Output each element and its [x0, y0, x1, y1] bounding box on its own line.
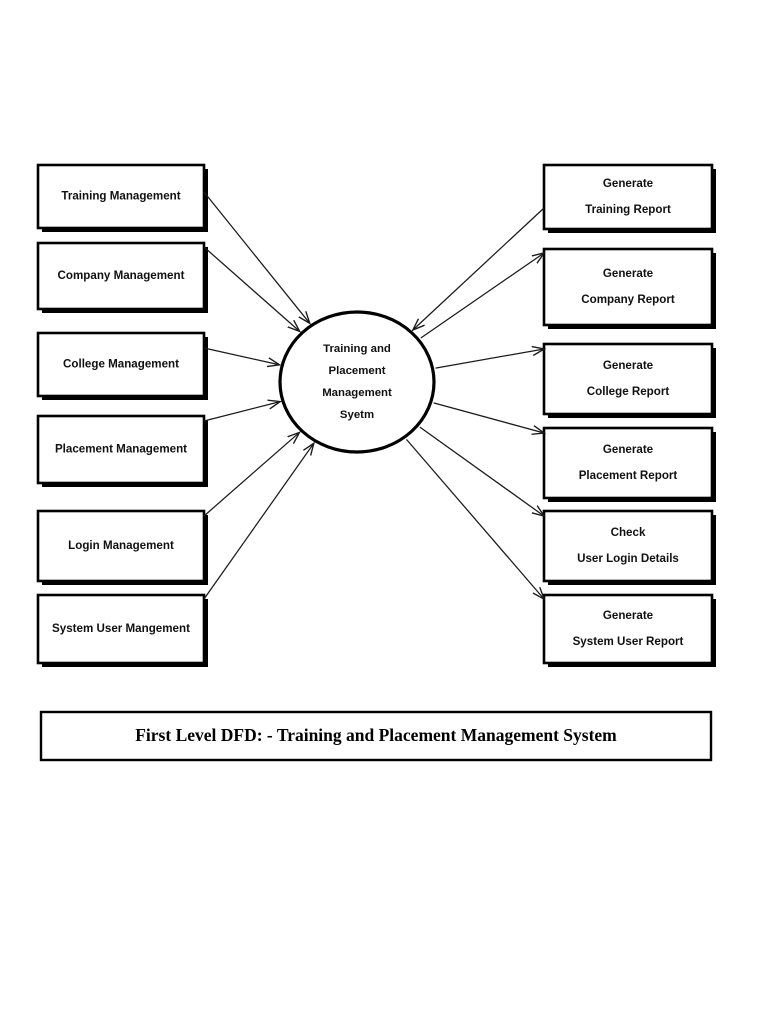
data-flow-arrow-input-5 — [203, 443, 314, 600]
output-entity-label: User Login Details — [577, 552, 679, 565]
data-flow-arrow-output-5 — [405, 438, 544, 599]
input-entity-box[interactable] — [36, 593, 206, 665]
diagram-caption: First Level DFD: - Training and Placemen… — [39, 710, 713, 762]
data-flow-arrow-input-4 — [203, 433, 299, 517]
input-entity-box[interactable] — [36, 241, 206, 311]
output-entity-label: Generate — [603, 359, 654, 372]
output-entity-label: System User Report — [573, 635, 684, 648]
output-entity-label: College Report — [587, 385, 670, 398]
output-entity-label: Generate — [603, 609, 654, 622]
input-entity-box[interactable] — [36, 331, 206, 398]
output-entity-label: Check — [611, 526, 646, 539]
data-flow-arrow-input-1 — [203, 246, 299, 331]
input-entity-label: Company Management — [58, 269, 185, 282]
input-entity-5[interactable]: System User Mangement — [36, 593, 208, 667]
process-label-line: Placement — [329, 365, 386, 377]
data-flow-arrow-output-2 — [435, 349, 544, 369]
data-flow-arrows-group — [203, 191, 545, 600]
process-label-line: Training and — [323, 343, 391, 355]
data-flow-arrow-output-1 — [420, 253, 544, 339]
data-flow-arrow-output-4 — [419, 426, 544, 516]
input-entity-2[interactable]: College Management — [36, 331, 208, 400]
caption-box — [39, 710, 713, 762]
output-entity-box[interactable] — [542, 163, 714, 231]
input-entity-label: Login Management — [68, 539, 174, 552]
input-entity-label: College Management — [63, 358, 179, 371]
input-entity-1[interactable]: Company Management — [36, 241, 208, 313]
output-entity-label: Company Report — [581, 293, 675, 306]
data-flow-arrow-input-3 — [203, 402, 280, 422]
output-entity-box[interactable] — [542, 247, 714, 327]
process-label-line: Management — [322, 387, 392, 399]
output-entity-box[interactable] — [542, 342, 714, 416]
process-circle[interactable] — [278, 310, 436, 454]
input-entity-3[interactable]: Placement Management — [36, 414, 208, 487]
input-entity-4[interactable]: Login Management — [36, 509, 208, 585]
input-entity-box[interactable] — [36, 414, 206, 485]
output-entity-label: Generate — [603, 443, 654, 456]
input-entity-0[interactable]: Training Management — [36, 163, 208, 232]
data-flow-arrow-output-0 — [413, 207, 545, 330]
data-flow-arrow-output-3 — [433, 402, 544, 433]
input-entity-box[interactable] — [36, 509, 206, 583]
output-entity-label: Training Report — [585, 203, 671, 216]
input-entity-box[interactable] — [36, 163, 206, 230]
input-entity-label: Placement Management — [55, 443, 187, 456]
output-entity-box[interactable] — [542, 426, 714, 500]
output-entity-label: Generate — [603, 177, 654, 190]
input-entity-label: Training Management — [61, 190, 180, 203]
process-label-line: Syetm — [340, 409, 374, 421]
data-flow-arrow-input-2 — [203, 347, 279, 365]
output-entity-box[interactable] — [542, 509, 714, 583]
output-entity-box[interactable] — [542, 593, 714, 665]
input-entity-label: System User Mangement — [52, 622, 190, 635]
caption-title: First Level DFD: - Training and Placemen… — [135, 725, 617, 745]
output-entity-label: Generate — [603, 267, 654, 280]
output-entity-label: Placement Report — [579, 469, 678, 482]
data-flow-arrow-input-0 — [203, 191, 310, 323]
